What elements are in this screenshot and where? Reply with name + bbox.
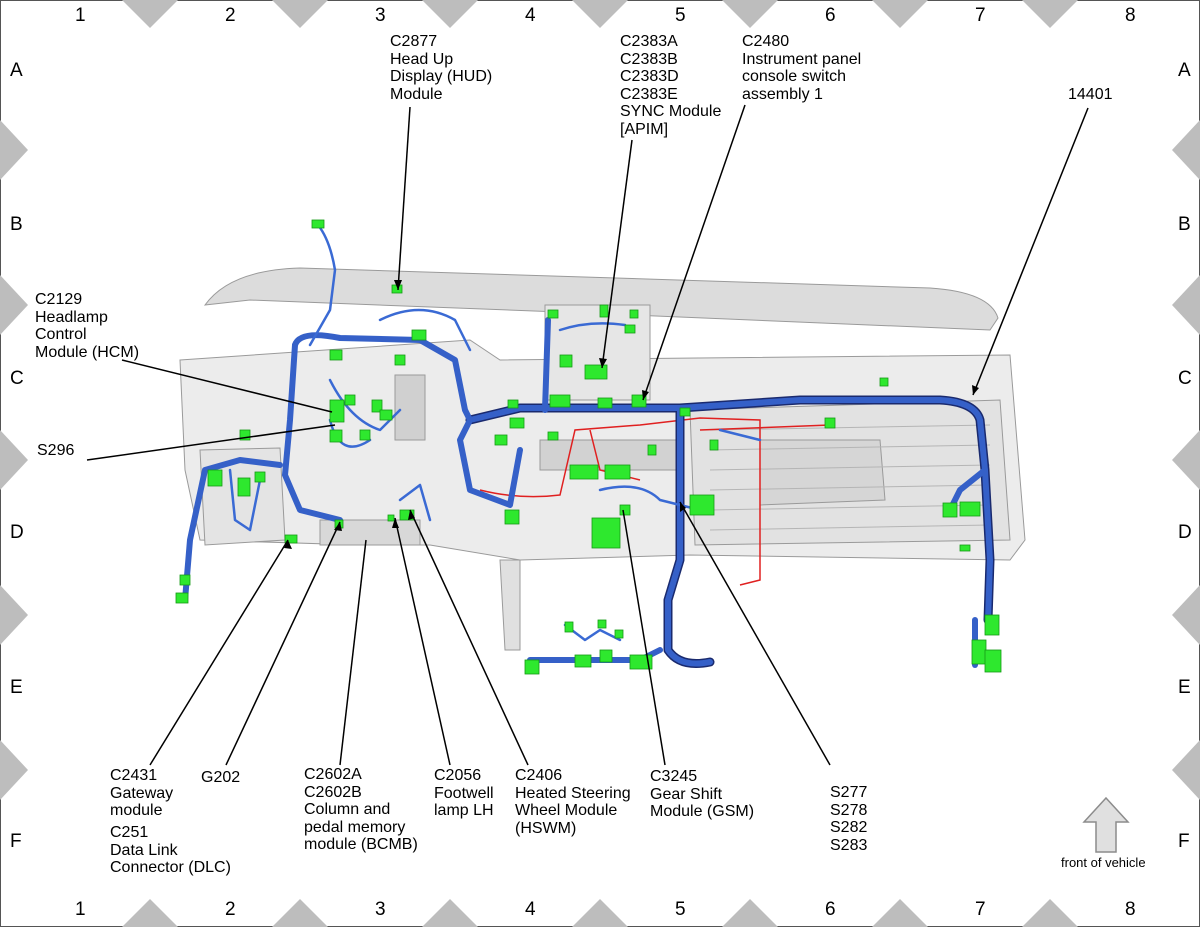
- grid-col-2-bottom: 2: [225, 899, 236, 920]
- grid-row-a-right: A: [1178, 60, 1191, 81]
- grid-row-f: F: [10, 831, 22, 852]
- label-s296: S296: [37, 442, 75, 459]
- label-c2480-console-switch: C2480 Instrument panel console switch as…: [742, 33, 862, 103]
- label-g202: G202: [201, 769, 241, 786]
- grid-row-b-right: B: [1178, 214, 1191, 235]
- grid-col-8-bottom: 8: [1125, 899, 1136, 920]
- label-c2406-hswm: C2406 Heated Steering Wheel Module (HSWM…: [515, 767, 631, 837]
- grid-col-1-bottom: 1: [75, 899, 86, 920]
- grid-col-5: 5: [675, 5, 686, 26]
- grid-row-c: C: [10, 368, 24, 389]
- grid-col-6: 6: [825, 5, 836, 26]
- grid-row-e-right: E: [1178, 677, 1191, 698]
- grid-row-c-right: C: [1178, 368, 1192, 389]
- label-c2129-headlamp-module: C2129 Headlamp Control Module (HCM): [35, 291, 140, 361]
- label-c2431-gateway-module: C2431 Gateway module: [110, 767, 174, 819]
- grid-col-6-bottom: 6: [825, 899, 836, 920]
- label-c2602-bcmb: C2602A C2602B Column and pedal memory mo…: [304, 766, 418, 853]
- label-c3245-gsm: C3245 Gear Shift Module (GSM): [650, 768, 755, 820]
- connectors: [175, 219, 1002, 675]
- grid-col-3-bottom: 3: [375, 899, 386, 920]
- front-arrow-icon: [1082, 796, 1130, 853]
- grid-row-d: D: [10, 522, 24, 543]
- label-splices: S277 S278 S282 S283: [830, 784, 868, 854]
- grid-col-3: 3: [375, 5, 386, 26]
- blue-harness: [182, 223, 995, 668]
- label-c2056-footwell-lamp: C2056 Footwell lamp LH: [434, 767, 494, 819]
- grid-col-7-bottom: 7: [975, 899, 986, 920]
- front-of-vehicle-label: front of vehicle: [1061, 855, 1146, 870]
- grid-col-4: 4: [525, 5, 536, 26]
- grid-col-1: 1: [75, 5, 86, 26]
- grid-col-7: 7: [975, 5, 986, 26]
- grid-row-f-right: F: [1178, 831, 1190, 852]
- label-14401: 14401: [1068, 86, 1113, 103]
- grid-col-4-bottom: 4: [525, 899, 536, 920]
- label-c2383-sync-module: C2383A C2383B C2383D C2383E SYNC Module …: [620, 33, 722, 138]
- grid-col-2: 2: [225, 5, 236, 26]
- grid-col-8: 8: [1125, 5, 1136, 26]
- grid-col-5-bottom: 5: [675, 899, 686, 920]
- grid-row-a: A: [10, 60, 23, 81]
- grid-row-d-right: D: [1178, 522, 1192, 543]
- label-c2877-hud-module: C2877 Head Up Display (HUD) Module: [390, 33, 493, 103]
- leader-lines: [86, 104, 1089, 766]
- label-c251-dlc: C251 Data Link Connector (DLC): [110, 824, 231, 876]
- grid-row-e: E: [10, 677, 23, 698]
- instrument-panel-structure: [179, 267, 1026, 651]
- leader-arrowheads: [284, 280, 979, 549]
- grid-row-b: B: [10, 214, 23, 235]
